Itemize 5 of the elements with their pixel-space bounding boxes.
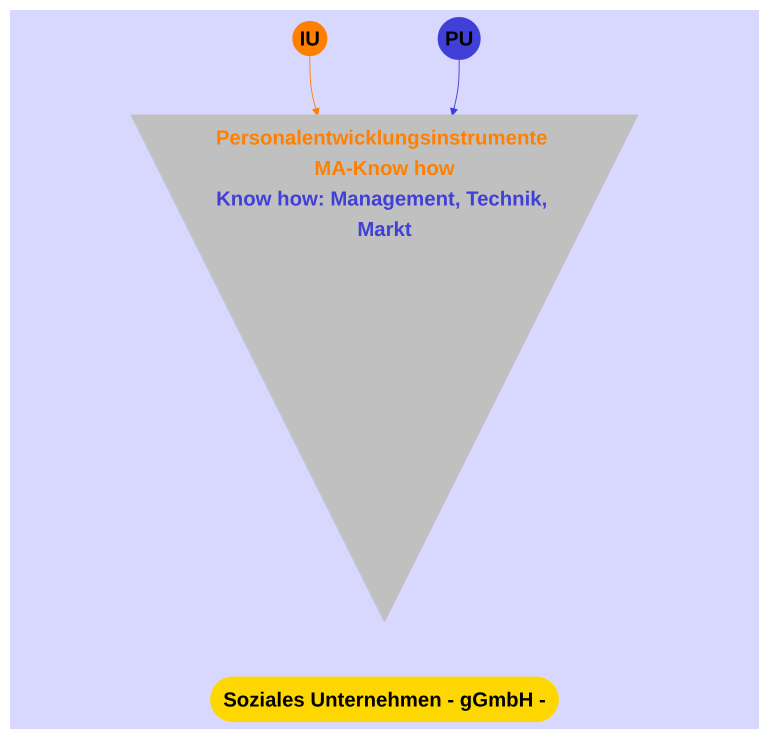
node-circle (292, 20, 328, 56)
arrow (450, 59, 460, 116)
diagram-background: IU PU Personalentwicklungsinstrumente MA-Know how Know how: Management, Technik, Markt Soziales Unternehmen - gGmbH - (10, 10, 759, 729)
node-circle (438, 16, 481, 60)
arrow (309, 55, 320, 116)
